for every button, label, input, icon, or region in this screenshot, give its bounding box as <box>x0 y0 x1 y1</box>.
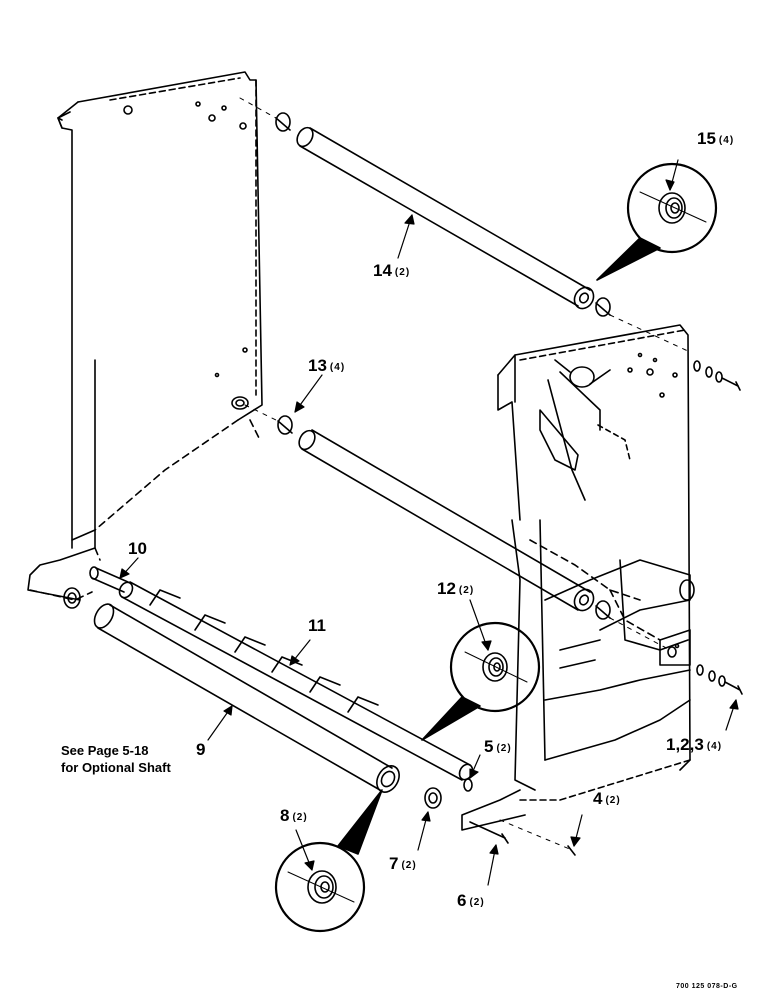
callout-9: 9 <box>196 740 206 759</box>
right-side-panel <box>461 324 695 831</box>
detail-pointer-15 <box>596 237 661 281</box>
callout-1-2-3: 1,2,3(4) <box>666 735 723 754</box>
note-line-2: for Optional Shaft <box>61 760 171 775</box>
upper-roller <box>296 126 595 310</box>
right-lower-hardware <box>696 664 743 695</box>
bearing-left <box>63 587 81 609</box>
cutaway-outline <box>249 419 661 641</box>
lower-frame-outline <box>29 419 239 601</box>
bearing-7 <box>424 787 442 809</box>
leader-lines <box>119 159 739 886</box>
drawing-reference-number: 700 125 078-D-G <box>676 983 738 990</box>
lower-roller <box>93 603 400 793</box>
callout-14: 14(2) <box>373 261 411 280</box>
right-top-hardware <box>693 360 741 391</box>
optional-shaft-note: See Page 5-18 for Optional Shaft <box>61 742 171 776</box>
middle-roller <box>298 429 595 612</box>
detail-circle-8 <box>274 841 366 933</box>
stub-shaft <box>89 566 129 593</box>
callout-7: 7(2) <box>389 854 417 873</box>
callout-12: 12(2) <box>437 579 475 598</box>
callout-13: 13(4) <box>308 356 346 375</box>
detail-pointer-12 <box>421 696 481 741</box>
detail-circle-15 <box>626 162 718 254</box>
note-line-1: See Page 5-18 <box>61 743 149 758</box>
callout-15: 15(4) <box>697 129 735 148</box>
left-side-panel <box>27 71 263 601</box>
callout-10: 10 <box>128 539 147 558</box>
detail-pointer-8 <box>337 789 383 855</box>
callout-4: 4(2) <box>593 789 621 808</box>
callout-11: 11 <box>308 616 326 635</box>
callout-5: 5(2) <box>484 737 512 756</box>
bushing-5 <box>463 778 473 792</box>
callout-6: 6(2) <box>457 891 485 910</box>
bolt-4-line <box>499 819 573 851</box>
detail-circle-12 <box>449 621 541 713</box>
center-lines <box>239 97 691 651</box>
callout-8: 8(2) <box>280 806 308 825</box>
